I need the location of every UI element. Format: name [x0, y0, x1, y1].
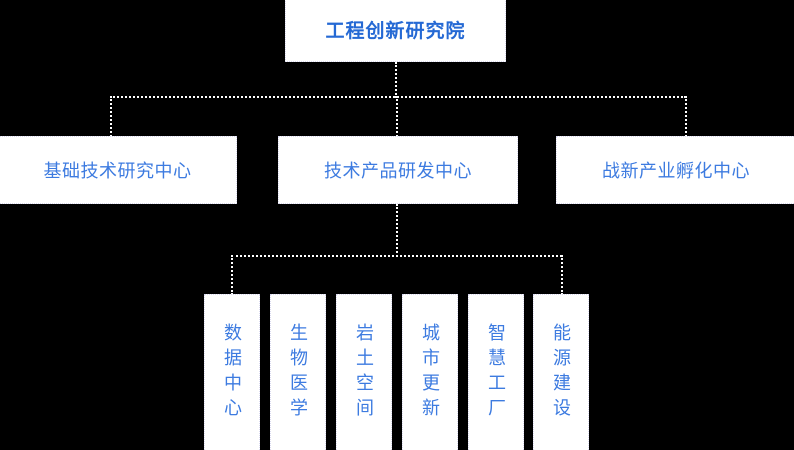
node-level3-label: 城市更新: [420, 323, 440, 423]
node-level3-energy-construction[interactable]: 能源建设: [533, 294, 589, 450]
node-level3-label: 生物医学: [288, 323, 308, 423]
connector-drop-level2-left: [110, 96, 112, 137]
connector-drop-level2-right: [685, 96, 687, 137]
node-level3-smart-factory[interactable]: 智慧工厂: [468, 294, 524, 450]
node-root-label: 工程创新研究院: [325, 21, 466, 42]
node-level2-basic-tech-research-center[interactable]: 基础技术研究中心: [0, 136, 237, 204]
connector-level3-bus: [231, 255, 562, 257]
connector-drop-level2-middle: [396, 96, 398, 137]
connector-drop-level3-left: [231, 255, 233, 295]
node-root-institute[interactable]: 工程创新研究院: [285, 0, 506, 62]
node-level3-geotechnical-space[interactable]: 岩土空间: [336, 294, 392, 450]
connector-root-stem: [395, 62, 397, 98]
connector-level2-bus: [110, 96, 686, 98]
node-level2-label: 技术产品研发中心: [324, 161, 472, 181]
node-level3-label: 岩土空间: [354, 323, 374, 423]
node-level2-label: 基础技术研究中心: [43, 161, 192, 181]
node-level3-urban-renewal[interactable]: 城市更新: [402, 294, 458, 450]
connector-drop-level3-right: [561, 255, 563, 295]
node-level2-label: 战新产业孵化中心: [602, 161, 750, 181]
node-level3-biomedicine[interactable]: 生物医学: [270, 294, 326, 450]
node-level2-strategic-industry-incubation-center[interactable]: 战新产业孵化中心: [556, 136, 794, 204]
node-level3-label: 数据中心: [222, 323, 242, 423]
connector-level2-middle-stem: [396, 204, 398, 257]
node-level3-data-center[interactable]: 数据中心: [204, 294, 260, 450]
node-level2-tech-product-rnd-center[interactable]: 技术产品研发中心: [278, 136, 518, 204]
node-level3-label: 能源建设: [551, 323, 571, 423]
node-level3-label: 智慧工厂: [486, 323, 506, 423]
